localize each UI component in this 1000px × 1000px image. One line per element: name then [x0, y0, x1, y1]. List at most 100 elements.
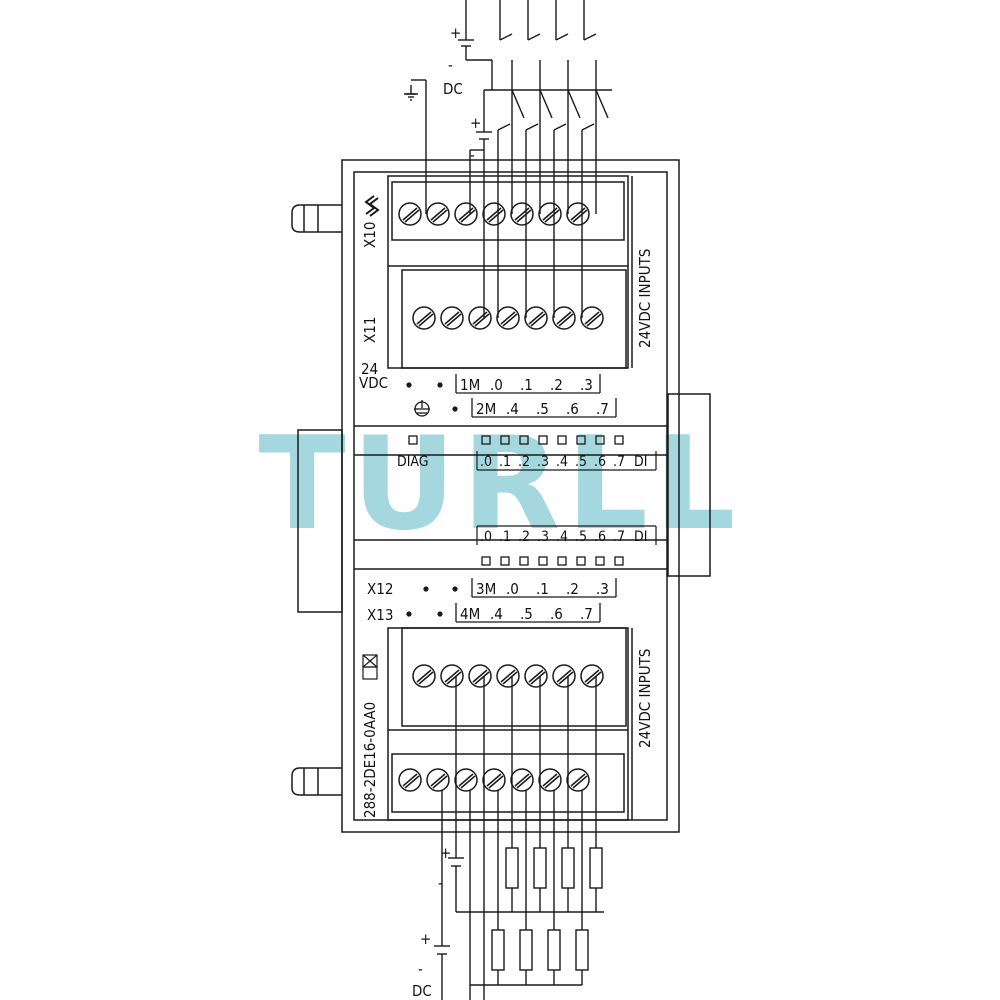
din-latch-bottom[interactable]: [291, 767, 342, 796]
terminal-dot: [437, 611, 443, 617]
terminal-screw[interactable]: [468, 306, 492, 330]
terminal-screw[interactable]: [552, 664, 576, 688]
terminal-label-2m: 2M: [476, 400, 496, 418]
terminal-label-2: .2: [566, 580, 579, 598]
terminal-row-2: 2M.4.5.6.7: [452, 398, 617, 418]
terminal-row-1: 1M.0.1.2.3: [406, 374, 601, 394]
top-supply-dc: DC: [443, 80, 463, 98]
terminal-screw[interactable]: [482, 768, 506, 792]
xc-mark-icon: [362, 654, 378, 680]
bottom-supply-dc: DC: [412, 982, 432, 1000]
status-led: [614, 435, 624, 445]
terminal-screw[interactable]: [454, 768, 478, 792]
led-label: .4: [556, 454, 568, 470]
terminal-screw[interactable]: [440, 664, 464, 688]
led-suffix-label: DI: [634, 529, 647, 545]
terminal-screw[interactable]: [566, 202, 590, 226]
terminal-screw[interactable]: [510, 202, 534, 226]
connector-x13-label: X13: [367, 606, 393, 624]
terminal-screw[interactable]: [440, 306, 464, 330]
terminal-screw[interactable]: [580, 306, 604, 330]
terminal-screw[interactable]: [580, 664, 604, 688]
led-label: .6: [594, 529, 606, 545]
status-led: [500, 435, 510, 445]
terminal-screw[interactable]: [398, 768, 422, 792]
siemens-s-logo-icon: [364, 195, 380, 217]
bottom-supply-plus: +: [420, 930, 431, 948]
terminal-label-0: .0: [490, 376, 503, 394]
terminal-screw[interactable]: [496, 664, 520, 688]
top-supply-minus: -: [448, 56, 453, 74]
terminal-screw[interactable]: [412, 306, 436, 330]
article-number: 288-2DE16-0AA0: [361, 702, 379, 818]
upper-supply-wiring: [404, 0, 612, 318]
top-supply-plus: +: [450, 24, 461, 42]
terminal-screw[interactable]: [482, 202, 506, 226]
terminal-screw[interactable]: [468, 664, 492, 688]
led-label: .3: [537, 529, 549, 545]
terminal-label-7: .7: [596, 400, 609, 418]
terminal-label-5: .5: [520, 605, 533, 623]
terminal-dot: [452, 586, 458, 592]
terminal-screw[interactable]: [566, 768, 590, 792]
status-led: [557, 556, 567, 566]
terminal-label-6: .6: [566, 400, 579, 418]
led-label: .4: [556, 529, 568, 545]
terminal-label-6: .6: [550, 605, 563, 623]
terminal-screw[interactable]: [454, 202, 478, 226]
lower-supply-wiring: [434, 676, 604, 1000]
status-led: [595, 435, 605, 445]
bottom-inner-plus: +: [440, 844, 451, 862]
led-label: .1: [499, 454, 511, 470]
terminal-label-1: .1: [536, 580, 549, 598]
terminal-screw[interactable]: [510, 768, 534, 792]
status-led: [576, 556, 586, 566]
power-vdc-label: VDC: [359, 374, 388, 392]
terminal-screw[interactable]: [552, 306, 576, 330]
connector-x10-label: X10: [361, 222, 379, 248]
terminal-label-2: .2: [550, 376, 563, 394]
terminal-screw[interactable]: [524, 664, 548, 688]
module-housing: [297, 159, 711, 833]
status-led: [538, 556, 548, 566]
terminal-screw[interactable]: [538, 202, 562, 226]
terminal-screw[interactable]: [398, 202, 422, 226]
terminal-label-0: .0: [506, 580, 519, 598]
terminal-row-3: 3M.0.1.2.3: [423, 578, 617, 598]
led-label: .6: [594, 454, 606, 470]
terminal-screw[interactable]: [538, 768, 562, 792]
function-label-bottom: 24VDC INPUTS: [636, 649, 654, 748]
inner-supply-minus: -: [470, 146, 475, 164]
led-label: .7: [613, 529, 625, 545]
terminal-dot: [406, 382, 412, 388]
terminal-label-3: .3: [596, 580, 609, 598]
terminal-screw[interactable]: [426, 202, 450, 226]
terminal-dot: [423, 586, 429, 592]
terminal-dot: [406, 611, 412, 617]
terminal-screw[interactable]: [496, 306, 520, 330]
terminal-label-4: .4: [490, 605, 503, 623]
terminal-screw[interactable]: [426, 768, 450, 792]
din-latch-top[interactable]: [291, 204, 342, 233]
bottom-supply-minus: -: [418, 960, 423, 978]
diag-label: DIAG: [397, 454, 429, 470]
led-label: .2: [518, 529, 530, 545]
terminal-label-4m: 4M: [460, 605, 480, 623]
led-label: .5: [575, 529, 587, 545]
status-led: [576, 435, 586, 445]
led-label: .2: [518, 454, 530, 470]
inner-supply-plus: +: [470, 114, 481, 132]
status-led: [519, 435, 529, 445]
power-24-label: 24: [361, 360, 378, 378]
status-led: [500, 556, 510, 566]
terminal-screw[interactable]: [524, 306, 548, 330]
led-label: .5: [575, 454, 587, 470]
terminal-dot: [437, 382, 443, 388]
terminal-screw[interactable]: [412, 664, 436, 688]
terminal-label-4: .4: [506, 400, 519, 418]
led-label: .0: [480, 454, 492, 470]
led-label: .0: [480, 529, 492, 545]
